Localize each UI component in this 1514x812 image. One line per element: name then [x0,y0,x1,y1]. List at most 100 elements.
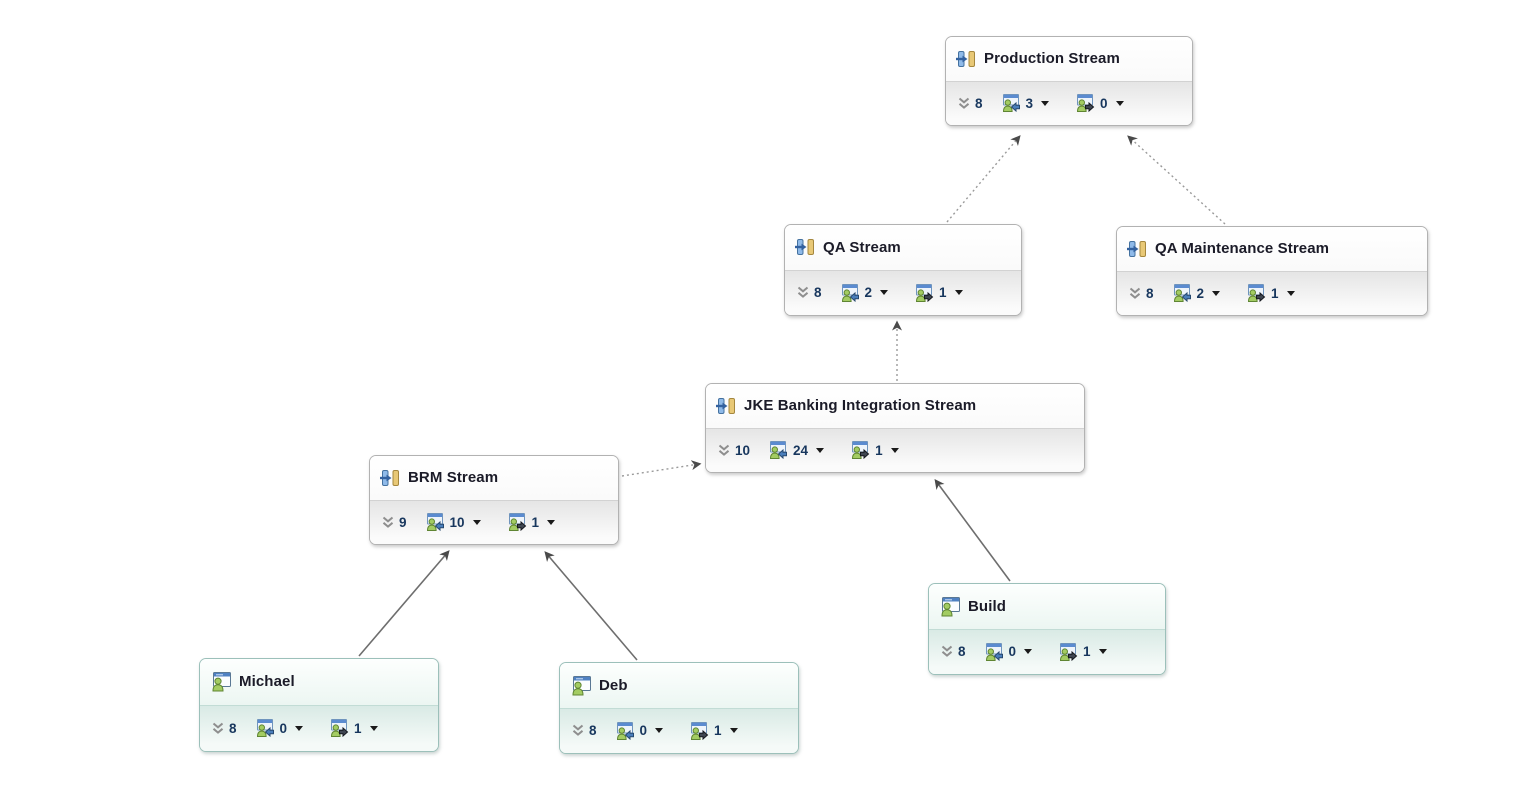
dropdown-caret-icon [1115,100,1124,106]
dropdown-caret-icon [1212,290,1221,296]
incoming-changes-dropdown[interactable]: 3 [1001,94,1050,113]
incoming-changes-icon [840,283,860,302]
outgoing-count: 1 [939,285,947,301]
node-deb[interactable]: Deb 8 [559,662,799,754]
node-title-row: Deb [560,663,798,708]
pending-changes-indicator[interactable]: 8 [1129,286,1154,301]
node-label: QA Maintenance Stream [1155,240,1330,258]
dropdown-caret-icon [472,519,481,525]
dropdown-caret-icon [729,728,738,734]
pending-count: 8 [589,723,597,739]
pending-changes-indicator[interactable]: 8 [958,96,983,111]
incoming-changes-icon [1172,284,1192,303]
double-chevron-down-icon [718,444,730,457]
outgoing-changes-icon [850,441,870,460]
stream-icon [956,49,977,69]
pending-count: 9 [399,514,407,530]
double-chevron-down-icon [382,516,394,529]
outgoing-changes-dropdown[interactable]: 1 [507,513,556,532]
pending-changes-indicator[interactable]: 10 [718,443,750,458]
double-chevron-down-icon [958,97,970,110]
double-chevron-down-icon [212,722,224,735]
dropdown-caret-icon [954,290,963,296]
dropdown-caret-icon [816,447,825,453]
incoming-changes-icon [984,642,1004,661]
outgoing-changes-icon [1075,94,1095,113]
incoming-changes-icon [255,719,275,738]
node-title-row: JKE Banking Integration Stream [706,384,1084,428]
outgoing-changes-dropdown[interactable]: 1 [329,719,378,738]
incoming-count: 2 [864,285,873,301]
node-production-stream[interactable]: Production Stream 8 [945,36,1193,126]
node-brm-stream[interactable]: BRM Stream 9 [369,455,619,545]
node-stats-row: 8 3 [946,80,1192,125]
pending-changes-indicator[interactable]: 8 [941,644,966,659]
incoming-changes-dropdown[interactable]: 0 [255,719,304,738]
node-stats-row: 8 0 [560,707,798,753]
node-title-row: Michael [200,659,438,705]
pending-changes-indicator[interactable]: 8 [797,285,822,300]
pending-count: 8 [229,720,237,736]
incoming-changes-dropdown[interactable]: 24 [768,441,825,460]
incoming-changes-dropdown[interactable]: 0 [984,642,1033,661]
edge-qa-stream-to-production-stream [946,135,1021,223]
double-chevron-down-icon [941,645,953,658]
node-build[interactable]: Build 8 [928,583,1166,675]
dropdown-caret-icon [890,447,899,453]
node-michael[interactable]: Michael 8 [199,658,439,752]
node-qa-maintenance-stream[interactable]: QA Maintenance Stream 8 [1116,226,1428,316]
outgoing-changes-dropdown[interactable]: 1 [850,441,899,460]
incoming-changes-dropdown[interactable]: 10 [425,513,481,532]
incoming-count: 3 [1025,95,1034,111]
workspace-icon [939,596,961,617]
node-label: BRM Stream [408,469,499,487]
node-stats-row: 8 2 [785,269,1021,315]
incoming-changes-dropdown[interactable]: 0 [615,721,664,740]
outgoing-changes-dropdown[interactable]: 1 [914,283,963,302]
node-title-row: QA Maintenance Stream [1117,227,1427,271]
pending-changes-indicator[interactable]: 8 [572,723,597,738]
node-title-row: BRM Stream [370,456,618,500]
incoming-changes-dropdown[interactable]: 2 [840,283,889,302]
node-label: Michael [239,673,295,691]
incoming-changes-icon [1001,94,1021,113]
incoming-changes-dropdown[interactable]: 2 [1172,284,1221,303]
node-stats-row: 8 0 [929,628,1165,674]
outgoing-count: 1 [714,723,722,739]
node-label: QA Stream [823,238,901,256]
double-chevron-down-icon [572,724,584,737]
incoming-count: 0 [279,720,288,736]
node-label: Deb [599,676,628,694]
incoming-count: 0 [639,723,648,739]
pending-changes-indicator[interactable]: 8 [212,721,237,736]
node-jke-banking-integration-stream[interactable]: JKE Banking Integration Stream 10 [705,383,1085,473]
incoming-changes-icon [768,441,788,460]
pending-changes-indicator[interactable]: 9 [382,515,407,530]
incoming-count: 10 [449,514,465,530]
node-label: Build [968,597,1006,615]
edge-build-to-jke-banking-integration-stream [934,478,1011,582]
outgoing-changes-dropdown[interactable]: 1 [1058,642,1107,661]
node-stats-row: 9 10 [370,499,618,544]
outgoing-count: 1 [531,514,540,530]
outgoing-count: 0 [1100,95,1108,111]
edge-deb-to-brm-stream [544,551,638,661]
outgoing-changes-dropdown[interactable]: 1 [689,721,738,740]
stream-icon [380,468,401,488]
stream-icon [716,396,737,416]
pending-count: 8 [814,285,822,301]
double-chevron-down-icon [797,286,809,299]
node-qa-stream[interactable]: QA Stream 8 [784,224,1022,316]
outgoing-changes-dropdown[interactable]: 0 [1075,94,1124,113]
outgoing-changes-icon [914,283,934,302]
dropdown-caret-icon [547,519,556,525]
pending-count: 8 [1146,285,1154,301]
dropdown-caret-icon [1024,649,1033,655]
dropdown-caret-icon [655,728,664,734]
outgoing-changes-dropdown[interactable]: 1 [1246,284,1295,303]
outgoing-count: 1 [354,720,362,736]
outgoing-changes-icon [1246,284,1266,303]
outgoing-count: 1 [1083,644,1091,660]
node-title-row: Production Stream [946,37,1192,81]
